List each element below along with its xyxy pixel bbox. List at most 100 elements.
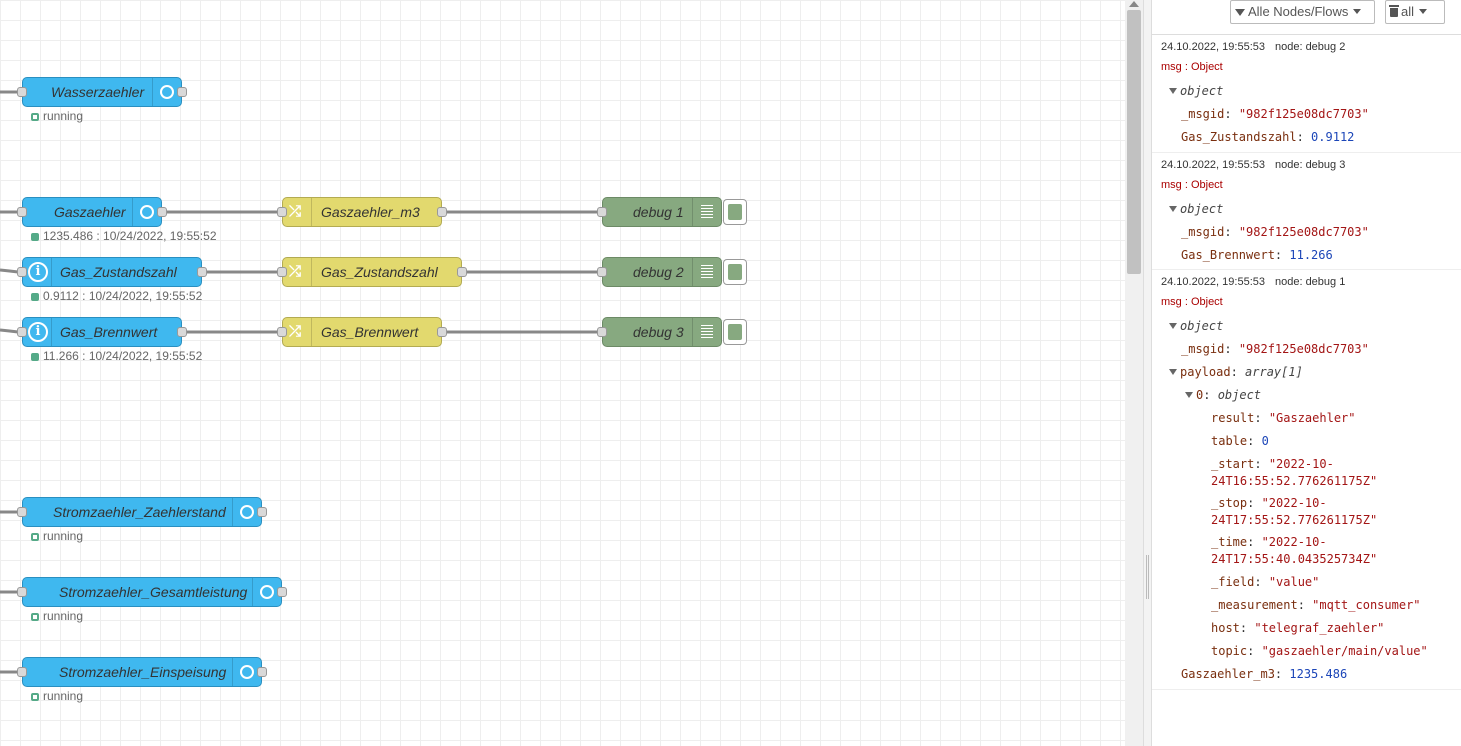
input-port[interactable] — [17, 207, 27, 217]
input-port[interactable] — [17, 87, 27, 97]
input-port[interactable] — [277, 327, 287, 337]
message-node-link[interactable]: node: debug 2 — [1274, 41, 1346, 53]
scroll-up-arrow-icon[interactable] — [1129, 1, 1139, 7]
output-port[interactable] — [157, 207, 167, 217]
output-port[interactable] — [197, 267, 207, 277]
debug-sidebar: Alle Nodes/Flows all 24.10.2022, 19:55:5… — [1152, 0, 1461, 746]
list-icon — [692, 258, 721, 286]
input-port[interactable] — [277, 207, 287, 217]
input-port[interactable] — [17, 327, 27, 337]
status-dot-icon — [31, 353, 39, 361]
tree-root[interactable]: object — [1169, 319, 1223, 333]
node-stromzaehler-einspeisung[interactable]: Stromzaehler_Einspeisung — [17, 657, 267, 687]
tree-row: Gaszaehler_m3: 1235.486 — [1181, 667, 1348, 681]
output-port[interactable] — [457, 267, 467, 277]
node-stromzaehler-zaehlerstand[interactable]: Stromzaehler_Zaehlerstand — [17, 497, 267, 527]
input-port[interactable] — [277, 267, 287, 277]
node-change-gas-brennwert[interactable]: ⤮ Gas_Brennwert — [277, 317, 447, 347]
status-gas-brennwert: 11.266 : 10/24/2022, 19:55:52 — [31, 349, 202, 363]
output-port[interactable] — [177, 87, 187, 97]
filter-icon — [1235, 9, 1245, 16]
node-label: Stromzaehler_Einspeisung — [59, 664, 227, 680]
status-ring-icon — [31, 113, 39, 121]
input-port[interactable] — [17, 667, 27, 677]
tree-row-payload[interactable]: payload: array[1] — [1169, 365, 1303, 379]
expand-triangle-icon — [1169, 206, 1177, 212]
flow-workspace[interactable]: Wasserzaehler running Gaszaehler 1235.48… — [0, 0, 1125, 746]
output-port[interactable] — [277, 587, 287, 597]
debug-1-toggle-button[interactable] — [723, 199, 747, 225]
tree-row: host: "telegraf_zaehler" — [1211, 621, 1385, 635]
tree-row: result: "Gaszaehler" — [1211, 411, 1356, 425]
output-port[interactable] — [257, 667, 267, 677]
message-time: 24.10.2022, 19:55:53 — [1161, 276, 1265, 288]
tree-row-item-0[interactable]: 0: object — [1185, 388, 1261, 402]
node-stromzaehler-gesamtleistung[interactable]: Stromzaehler_Gesamtleistung — [17, 577, 287, 607]
info-icon: i — [23, 258, 52, 286]
status-dot-icon — [31, 233, 39, 241]
tree-row: _time: "2022-10- — [1211, 535, 1327, 549]
node-label: Gas_Zustandszahl — [321, 264, 438, 280]
node-label: debug 1 — [633, 204, 684, 220]
flow-wires — [0, 90, 603, 674]
node-change-gaszaehler-m3[interactable]: ⤮ Gaszaehler_m3 — [277, 197, 447, 227]
node-wasserzaehler[interactable]: Wasserzaehler — [17, 77, 187, 107]
status-dot-icon — [31, 293, 39, 301]
output-port[interactable] — [437, 327, 447, 337]
message-time: 24.10.2022, 19:55:53 — [1161, 41, 1265, 53]
node-debug-1[interactable]: debug 1 — [597, 197, 722, 227]
tree-row: table: 0 — [1211, 434, 1269, 448]
message-node-link[interactable]: node: debug 1 — [1274, 276, 1346, 288]
node-gaszaehler[interactable]: Gaszaehler — [17, 197, 167, 227]
tree-row: _msgid: "982f125e08dc7703" — [1181, 107, 1369, 121]
tree-root[interactable]: object — [1169, 84, 1223, 98]
node-gas-zustandszahl[interactable]: i Gas_Zustandszahl — [17, 257, 207, 287]
trash-icon — [1389, 5, 1399, 17]
input-port[interactable] — [17, 587, 27, 597]
message-type: msg : Object — [1161, 296, 1223, 308]
node-label: Stromzaehler_Zaehlerstand — [53, 504, 226, 520]
status-wasserzaehler: running — [31, 109, 83, 123]
input-port[interactable] — [597, 207, 607, 217]
tree-row: _stop: "2022-10- — [1211, 496, 1327, 510]
circle-icon — [232, 498, 261, 526]
output-port[interactable] — [257, 507, 267, 517]
workspace-scrollbar-thumb[interactable] — [1127, 10, 1141, 274]
node-change-gas-zustandszahl[interactable]: ⤮ Gas_Zustandszahl — [277, 257, 467, 287]
tree-row-cont: 24T16:55:52.776261175Z" — [1211, 474, 1378, 488]
tree-row: _start: "2022-10- — [1211, 457, 1334, 471]
debug-2-toggle-button[interactable] — [723, 259, 747, 285]
message-type: msg : Object — [1161, 179, 1223, 191]
node-debug-2[interactable]: debug 2 — [597, 257, 722, 287]
message-node-link[interactable]: node: debug 3 — [1274, 159, 1346, 171]
list-icon — [692, 198, 721, 226]
output-port[interactable] — [437, 207, 447, 217]
circle-icon — [252, 578, 281, 606]
node-gas-brennwert[interactable]: i Gas_Brennwert — [17, 317, 187, 347]
filter-nodes-button[interactable]: Alle Nodes/Flows — [1230, 0, 1375, 24]
caret-down-icon — [1419, 9, 1428, 14]
tree-root[interactable]: object — [1169, 202, 1223, 216]
output-port[interactable] — [177, 327, 187, 337]
sidebar-splitter[interactable] — [1143, 0, 1152, 746]
circle-icon — [152, 78, 181, 106]
debug-3-toggle-button[interactable] — [723, 319, 747, 345]
node-debug-3[interactable]: debug 3 — [597, 317, 722, 347]
clear-messages-button[interactable]: all — [1385, 0, 1445, 24]
input-port[interactable] — [17, 267, 27, 277]
node-label: Gaszaehler_m3 — [321, 204, 420, 220]
splitter-grip-icon[interactable] — [1146, 555, 1149, 599]
status-ring-icon — [31, 613, 39, 621]
node-label: Gas_Brennwert — [60, 324, 158, 340]
shuffle-icon: ⤮ — [283, 198, 312, 226]
input-port[interactable] — [597, 327, 607, 337]
expand-triangle-icon — [1185, 392, 1193, 398]
node-label: Wasserzaehler — [51, 84, 145, 100]
input-port[interactable] — [597, 267, 607, 277]
input-port[interactable] — [17, 507, 27, 517]
wire-in-zustandszahl — [0, 268, 19, 274]
status-gas-zustandszahl: 0.9112 : 10/24/2022, 19:55:52 — [31, 289, 202, 303]
debug-message[interactable]: 24.10.2022, 19:55:53 node: debug 1 msg : … — [1152, 270, 1461, 690]
